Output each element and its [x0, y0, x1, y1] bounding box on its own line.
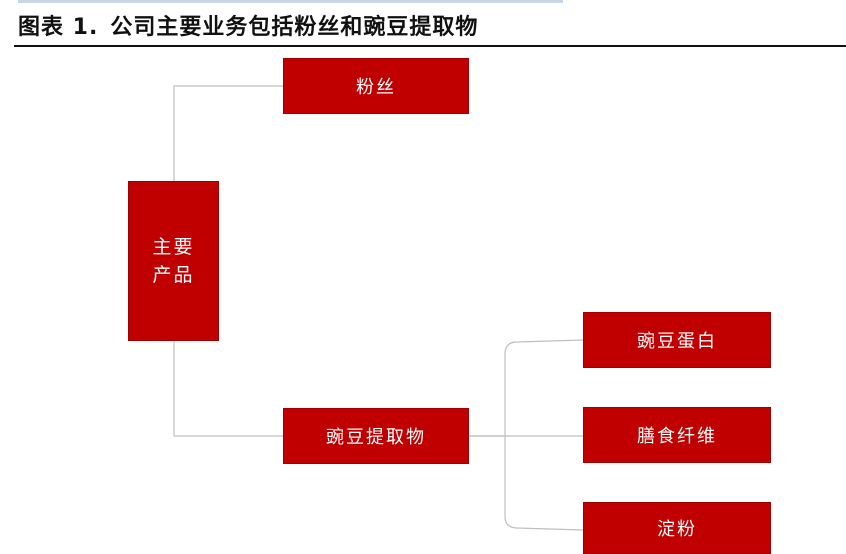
node-pea-protein: 豌豆蛋白 — [583, 312, 771, 368]
caption-divider — [14, 45, 846, 47]
connector-pea-extract-to-protein — [469, 339, 584, 437]
connector-pea-extract-to-starch — [504, 436, 584, 531]
node-vermicelli: 粉丝 — [283, 58, 469, 114]
node-dietary-fiber: 膳食纤维 — [583, 407, 771, 463]
connector-main-to-pea-extract — [173, 341, 283, 437]
node-starch: 淀粉 — [583, 502, 771, 554]
figure-label: 图表 1. — [18, 15, 99, 40]
node-pea-extract: 豌豆提取物 — [283, 408, 469, 464]
figure-caption: 图表 1. 公司主要业务包括粉丝和豌豆提取物 — [18, 6, 478, 44]
node-main-products: 主要产品 — [128, 181, 219, 341]
figure-title: 公司主要业务包括粉丝和豌豆提取物 — [110, 15, 479, 40]
top-accent-bar — [18, 0, 563, 3]
connector-main-to-vermicelli — [173, 85, 283, 181]
